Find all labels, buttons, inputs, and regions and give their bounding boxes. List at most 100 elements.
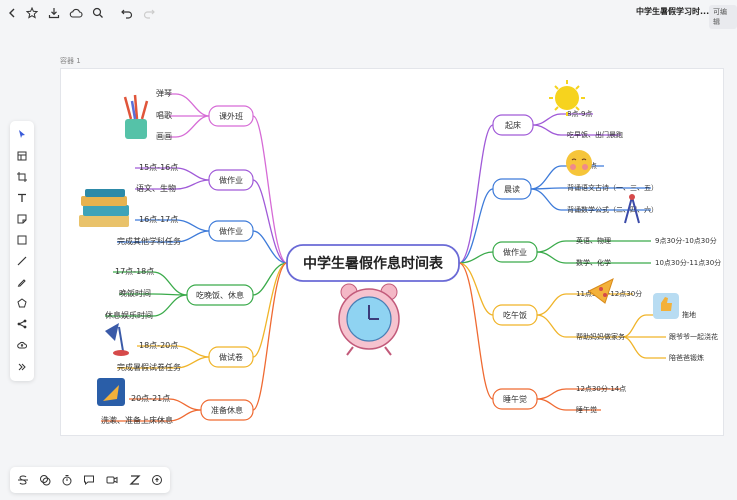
rocket-icon[interactable]: [97, 378, 125, 406]
undo-icon[interactable]: [117, 3, 137, 23]
leaf-text[interactable]: 晚饭时间: [119, 288, 151, 298]
leaf-text[interactable]: 背诵语文古诗（一、三、五）: [567, 183, 658, 192]
connector-leaf: [536, 293, 633, 316]
left-toolbar: [10, 121, 34, 381]
leaf-text[interactable]: 20点-21点: [131, 394, 170, 403]
chat-icon[interactable]: [80, 471, 98, 489]
text-icon[interactable]: [12, 189, 32, 207]
comment-icon[interactable]: [36, 471, 54, 489]
timer-icon[interactable]: [58, 471, 76, 489]
compass-icon[interactable]: [624, 194, 640, 224]
leaf-text[interactable]: 弹琴: [156, 88, 172, 98]
leaf-text[interactable]: 睡午觉: [576, 405, 597, 414]
branch-node-left-6[interactable]: 准备休息: [200, 399, 254, 421]
leaf-text[interactable]: 吃早饭、出门晨跑: [567, 130, 623, 139]
redo-icon[interactable]: [139, 3, 159, 23]
branch-node-right-4[interactable]: 吃午饭: [492, 304, 538, 326]
connector-right-5: [458, 262, 537, 400]
pointer-icon[interactable]: [12, 125, 32, 143]
branch-label: 起床: [505, 120, 521, 130]
leaf-text[interactable]: 完成暑假试卷任务: [117, 362, 181, 372]
video-icon[interactable]: [103, 471, 121, 489]
connector-right-2: [458, 188, 531, 264]
leaf-text[interactable]: 15点-16点: [139, 163, 178, 172]
leaf-text[interactable]: 11点30分-12点30分: [576, 289, 642, 298]
connector-leaf: [536, 240, 651, 253]
leaf-text[interactable]: 8点-9点: [567, 110, 592, 118]
connector-leaf: [137, 345, 210, 358]
back-icon[interactable]: [2, 3, 22, 23]
search-icon[interactable]: [88, 3, 108, 23]
strikethrough-icon[interactable]: [14, 471, 32, 489]
leaf-text[interactable]: 17点-18点: [115, 267, 154, 276]
branch-node-left-5[interactable]: 做试卷: [208, 346, 254, 368]
bottom-toolbar: [10, 467, 170, 493]
download-icon[interactable]: [44, 3, 64, 23]
line-icon[interactable]: [12, 252, 32, 270]
root-node[interactable]: 中学生暑假作息时间表: [286, 244, 460, 282]
connector-leaf: [536, 388, 621, 400]
branch-node-right-2[interactable]: 晨读: [492, 178, 532, 200]
leaf-text[interactable]: 9点30分-10点30分: [655, 236, 717, 245]
branch-node-left-4[interactable]: 吃晚饭、休息: [186, 284, 254, 306]
leaf-text[interactable]: 唱歌: [156, 110, 172, 120]
pencil-cup-icon[interactable]: [123, 94, 149, 139]
branch-node-left-2[interactable]: 做作业: [208, 169, 254, 191]
connector-leaf: [532, 113, 593, 126]
branch-label: 课外班: [219, 111, 243, 121]
mindmap-icon[interactable]: [12, 315, 32, 333]
connector-leaf: [105, 294, 188, 317]
leaf-text[interactable]: 18点-20点: [139, 341, 178, 350]
sticky-note-icon[interactable]: [12, 210, 32, 228]
leaf-text[interactable]: 背诵数学公式（二、四、六）: [567, 205, 658, 214]
pen-icon[interactable]: [12, 273, 32, 291]
connector-left-2: [209, 179, 288, 264]
lamp-icon[interactable]: [105, 323, 129, 356]
branch-node-right-1[interactable]: 起床: [492, 114, 534, 136]
books-icon[interactable]: [79, 189, 129, 227]
leaf-text[interactable]: 16点-17点: [139, 215, 178, 224]
sun-icon[interactable]: [549, 80, 585, 116]
connector-leaf: [101, 409, 202, 422]
branch-label: 准备休息: [211, 405, 243, 415]
connector-leaf: [622, 336, 666, 359]
leaf-text[interactable]: 跟爷爷一起浇花: [669, 332, 718, 341]
connector-leaf: [532, 124, 621, 136]
leaf-text[interactable]: 数学、化学: [576, 258, 611, 267]
more-icon[interactable]: [12, 358, 32, 376]
branch-label: 做作业: [503, 247, 527, 257]
leaf-text[interactable]: 语文、生物: [136, 183, 176, 193]
leaf-text[interactable]: 洗漱、准备上床休息: [101, 415, 173, 425]
branch-node-right-3[interactable]: 做作业: [492, 241, 538, 263]
branch-node-left-1[interactable]: 课外班: [208, 105, 254, 127]
leaf-text[interactable]: 帮助妈妈做家务: [576, 332, 625, 341]
mindmap-canvas[interactable]: 中学生暑假作息时间表 课外班 弹琴 唱歌 画画 做作业 15点-16点 语文、生…: [60, 68, 724, 436]
connector-leaf: [129, 398, 202, 411]
leaf-text[interactable]: 完成其他学科任务: [117, 236, 181, 246]
connector-left-1: [209, 115, 288, 264]
branch-label: 做作业: [219, 175, 243, 185]
crop-icon[interactable]: [12, 168, 32, 186]
connector-leaf: [135, 219, 210, 232]
rectangle-icon[interactable]: [12, 231, 32, 249]
pizza-icon[interactable]: [588, 278, 614, 304]
thumbs-up-icon[interactable]: [653, 293, 679, 319]
leaf-text[interactable]: 休息娱乐时间: [105, 310, 153, 320]
star-icon[interactable]: [22, 3, 42, 23]
leaf-text[interactable]: 陪爸爸锻炼: [669, 353, 704, 362]
leaf-text[interactable]: 12点30分-14点: [576, 384, 626, 393]
leaf-text[interactable]: 英语、物理: [576, 236, 611, 245]
zoom-icon[interactable]: [126, 471, 144, 489]
branch-node-left-3[interactable]: 做作业: [208, 220, 254, 242]
smiley-icon[interactable]: [566, 150, 592, 176]
branch-node-right-5[interactable]: 睡午觉: [492, 388, 538, 410]
frame-icon[interactable]: [12, 147, 32, 165]
leaf-text[interactable]: 画画: [156, 132, 172, 141]
record-icon[interactable]: [148, 471, 166, 489]
leaf-text[interactable]: 10点30分-11点30分: [655, 258, 721, 267]
alarm-clock-icon[interactable]: [338, 283, 400, 356]
upload-icon[interactable]: [12, 336, 32, 354]
edit-badge[interactable]: 可编辑: [709, 5, 737, 29]
cloud-icon[interactable]: [66, 3, 86, 23]
shape-icon[interactable]: [12, 294, 32, 312]
